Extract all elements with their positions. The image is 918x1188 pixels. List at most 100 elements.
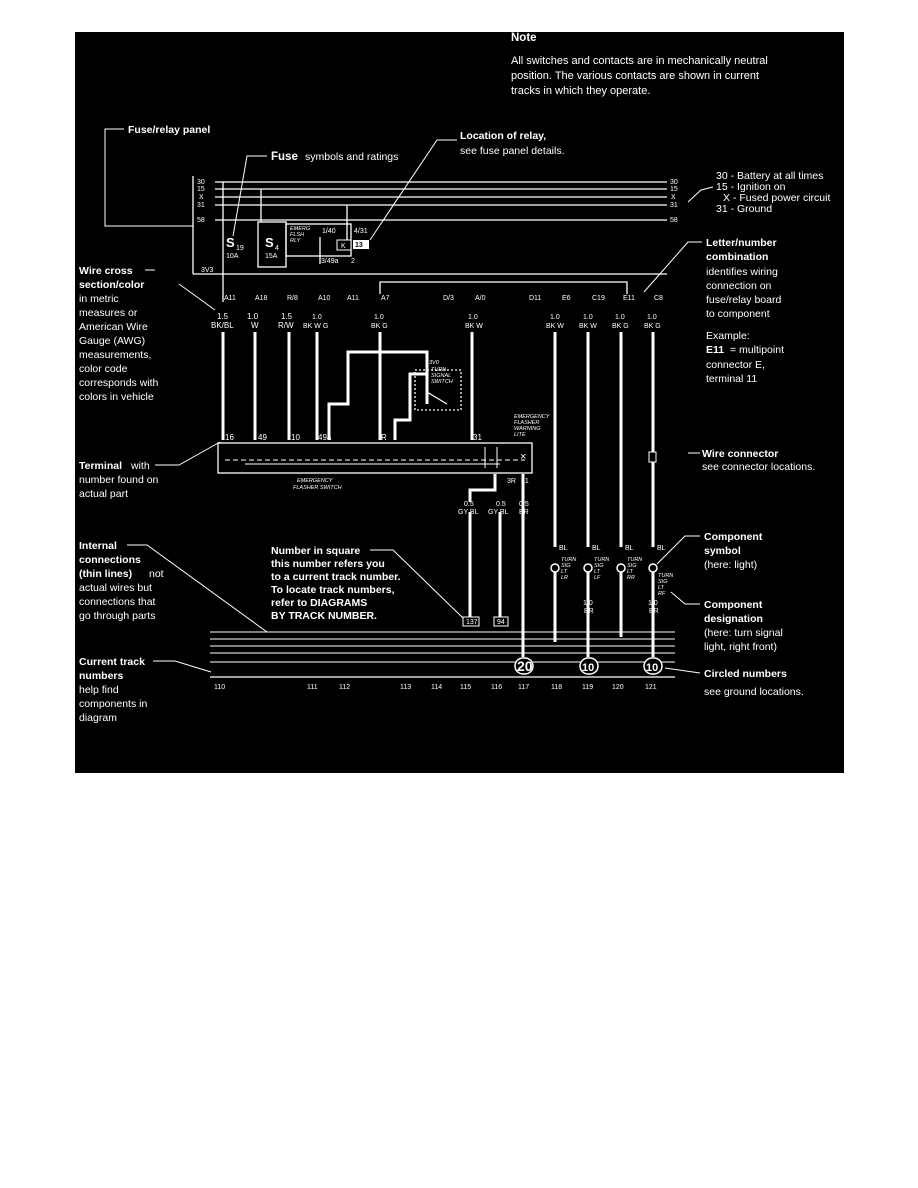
wire-connector-text: see connector locations. [702,461,815,473]
internal-title: (thin lines) [79,568,132,580]
svg-text:BR: BR [649,608,659,615]
letter-number-text: to component [706,308,770,320]
svg-text:BL: BL [592,545,601,552]
svg-text:LT: LT [658,585,665,591]
svg-text:20: 20 [517,658,533,674]
turn-signal-light-lr: BL TURN SIG LT LR [550,545,576,581]
component-symbol-leader [656,535,700,565]
svg-text:D11: D11 [529,295,541,302]
svg-text:1.0: 1.0 [583,314,593,321]
svg-text:1.0: 1.0 [583,600,593,607]
svg-text:BR: BR [584,608,594,615]
warning-light-label: WARNING [514,426,541,432]
svg-text:13: 13 [355,242,363,249]
svg-text:118: 118 [551,684,562,691]
svg-text:1.0: 1.0 [615,314,625,321]
ground-circle: 10 [643,657,663,675]
svg-text:SIG: SIG [627,563,637,569]
svg-text:10A: 10A [226,253,239,260]
wire-cross-title: section/color [79,279,144,291]
terminal-text: with [130,460,150,472]
svg-text:D/3: D/3 [443,295,454,302]
terminal-number: 49 [258,433,267,442]
fuse-label: Fuse [271,151,298,163]
letter-number-text: connection on [706,280,772,292]
svg-text:19: 19 [236,245,244,252]
number-square-leader [370,549,464,619]
component-designation-text: light, right front) [704,641,777,653]
svg-text:116: 116 [491,684,502,691]
warning-light-label: FLASHER [514,420,539,426]
wire-connector-symbol [648,451,657,463]
bus-legend-15: 15 - Ignition on [716,181,786,193]
track-ref-square [462,616,480,627]
svg-text:0.5: 0.5 [519,501,529,508]
svg-text:3V0: 3V0 [429,360,440,366]
wire-spec-6: 1.0BK W [465,314,483,330]
wire-cross-text: corresponds with [79,377,159,389]
wire-cross-leader [178,283,216,311]
svg-text:LR: LR [561,575,568,581]
terminal-text: actual part [79,488,128,500]
terminal-text: number found on [79,474,159,486]
wire-cross-title: Wire cross [79,265,133,277]
bus-code-left: 58 [197,217,205,224]
svg-text:S: S [226,235,235,250]
svg-text:2: 2 [351,258,355,265]
svg-text:A/0: A/0 [475,295,486,302]
example-code: E11 [706,344,724,356]
wiring-diagram-panel: Note All switches and contacts are in me… [75,32,844,773]
example-title: Example: [706,330,750,342]
svg-text:LT: LT [561,569,568,575]
svg-text:BK W: BK W [546,323,564,330]
letter-number-title: Letter/number [706,237,777,249]
svg-text:0.5: 0.5 [496,501,506,508]
component-symbol-text: (here: light) [704,559,757,571]
bus-code-left: X [199,194,204,201]
connector-ring [379,281,628,294]
bus-code-right: 15 [670,186,678,193]
svg-text:1.0: 1.0 [550,314,560,321]
wire-spec-10: 1.0BK G [644,314,661,330]
svg-text:1.0: 1.0 [312,314,322,321]
wiring-diagram: Note All switches and contacts are in me… [79,32,830,724]
wire-spec-4: 1.0BK W G [303,314,328,330]
svg-text:RR: RR [627,575,635,581]
wire-cross-text: American Wire [79,321,148,333]
note-title: Note [511,32,537,44]
svg-text:BL: BL [559,545,568,552]
wire-spec-2: 1.0W [247,312,259,330]
current-track-leader [153,660,212,673]
note-line: tracks in which they operate. [511,85,650,97]
note-line: All switches and contacts are in mechani… [511,55,768,67]
fuse-s4: S 4 15A [257,189,287,268]
number-square-text: To locate track numbers, [271,584,395,596]
svg-text:RLY: RLY [290,238,301,244]
svg-text:BR: BR [519,509,529,516]
relay-location-leader [369,139,457,241]
example-text: = multipoint [730,344,784,356]
svg-text:A7: A7 [381,295,390,302]
svg-text:TURN: TURN [561,557,576,563]
warning-light-label: EMERGENCY [514,414,550,420]
svg-text:1.0: 1.0 [247,312,259,321]
svg-text:EMERG: EMERG [290,226,311,232]
letter-number-text: fuse/relay board [706,294,781,306]
emergency-switch-label: FLASHER SWITCH [293,485,342,491]
svg-text:111: 111 [307,684,318,691]
terminal-number: 10 [291,433,300,442]
svg-text:BK W: BK W [465,323,483,330]
track-ref-number: 94 [497,619,505,626]
current-track-text: components in [79,698,147,710]
svg-text:1.5: 1.5 [217,312,229,321]
svg-text:E11: E11 [623,295,635,302]
svg-text:C19: C19 [592,295,605,302]
bus-lines [192,176,667,275]
wire-cross-text: measurements, [79,349,151,361]
svg-text:10: 10 [582,662,594,674]
letter-number-title: combination [706,251,768,263]
svg-text:R/W: R/W [278,321,294,330]
track-ref-number: 137 [466,619,478,626]
terminal-leader [155,441,221,466]
bus-code-right: 58 [670,217,678,224]
